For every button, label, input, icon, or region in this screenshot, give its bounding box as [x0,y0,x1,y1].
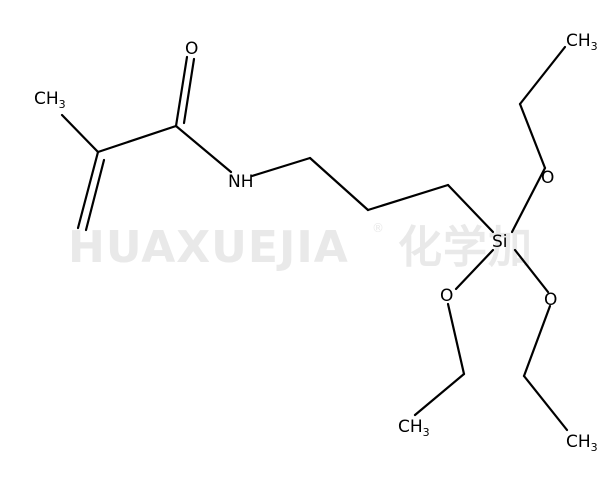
atom-ch3-left: CH3 [398,417,430,439]
bond-o-upper-c [518,102,547,170]
bond-si-o-upper [510,166,547,234]
watermark-cn: 化学加 [398,222,533,273]
watermark-registered: ® [372,221,384,235]
atom-si: Si [492,232,508,252]
atom-ch3-methyl-subscript: 3 [59,98,66,111]
bond-ca-cb [308,156,370,212]
bond-c2-c1 [96,124,178,154]
atom-labels: O CH3 NH Si O CH3 O CH3 O CH3 [34,31,598,454]
bond-cb-cc [366,183,450,212]
atom-nh: NH [228,172,254,192]
watermark-text: HUAXUEJIA [68,222,349,273]
bond-c2-ch2-b [84,158,106,232]
bond-c-ch3-left [413,372,466,417]
bond-c-ch3-upper [518,45,567,106]
atom-ch3-upper: CH3 [566,31,598,53]
atom-ch3-methyl-text: CH [34,89,59,109]
atom-o-carbonyl: O [185,39,198,59]
atom-o-left: O [440,286,453,306]
atom-o-upper: O [541,168,554,188]
atom-o-right: O [544,290,557,310]
bond-c1-o-a [174,55,189,128]
watermark: HUAXUEJIA ® 化学加 [68,221,533,273]
bond-o-left-c [446,302,466,376]
bond-c1-o-b [182,57,196,125]
atom-ch3-right: CH3 [566,432,598,454]
bond-c-ch3-right [522,374,569,432]
bond-cc-si [446,183,495,234]
atom-ch3-upper-subscript: 3 [591,40,598,53]
atom-ch3-upper-text: CH [566,31,591,51]
atom-ch3-right-text: CH [566,432,591,452]
atom-ch3-left-text: CH [398,417,423,437]
bonds [60,45,569,432]
atom-ch3-methyl: CH3 [34,89,66,111]
bond-o-right-c [522,304,552,378]
bond-c1-n [174,124,233,174]
bond-methyl-c2 [60,113,100,154]
atom-ch3-right-subscript: 3 [591,441,598,454]
bond-n-ca [250,156,312,178]
bond-c2-ch2-a [76,150,100,230]
bond-si-o-right [513,248,550,294]
bond-si-o-left [454,248,495,291]
atom-ch3-left-subscript: 3 [423,426,430,439]
